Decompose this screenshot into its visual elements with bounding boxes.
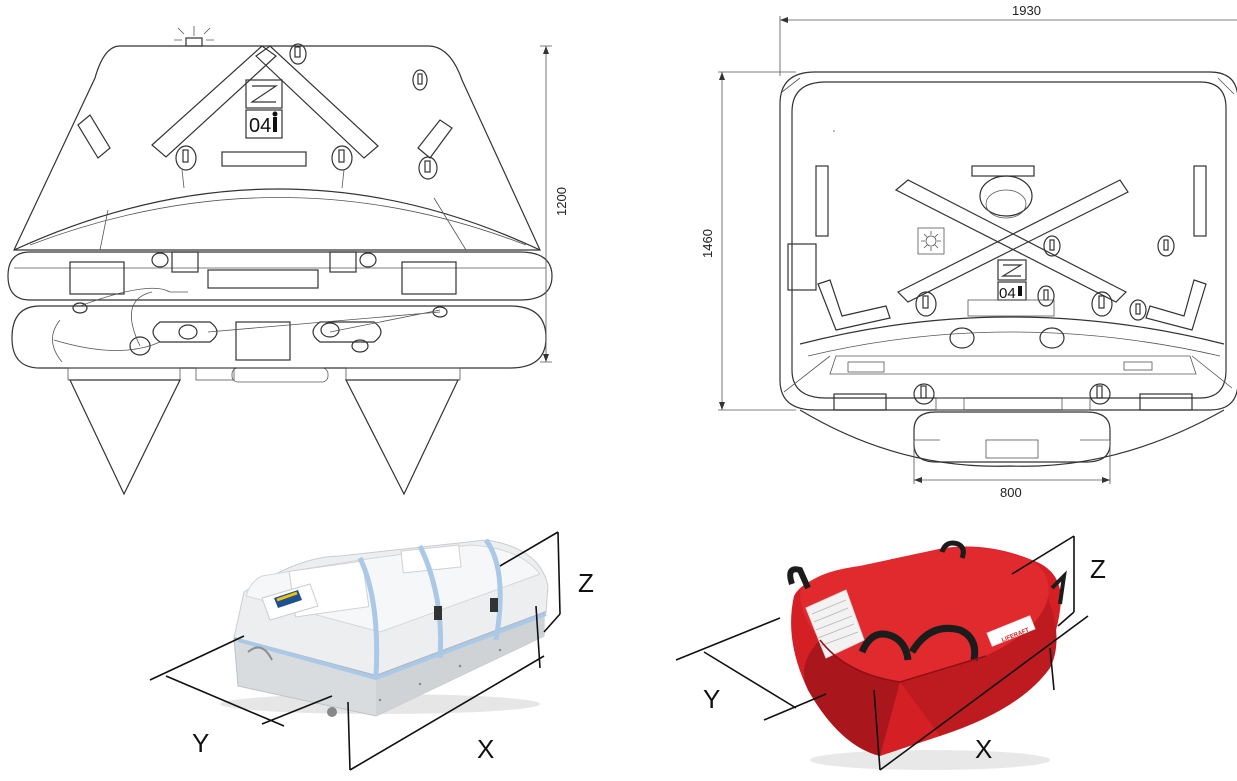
- top-entrance-platform: [829, 355, 1197, 375]
- top-outer-tube: [779, 71, 1237, 411]
- top-entrance-plate: [967, 299, 1055, 317]
- side-strap-far-left: [77, 114, 111, 159]
- valise-axis-y-label: Y: [703, 684, 720, 714]
- valise-strap-end: [1050, 570, 1067, 605]
- top-serial-mark: 04: [999, 285, 1016, 302]
- valise-axis-z-label: Z: [1090, 554, 1106, 584]
- brand-logo-plate: 04: [245, 79, 283, 139]
- side-view-drawing: 04: [7, 26, 569, 496]
- tube-name-plate: [207, 269, 319, 289]
- height-dimension-line: [540, 45, 552, 363]
- gas-cylinder: [231, 367, 329, 383]
- ballast-base-right: [345, 367, 461, 381]
- boarding-dimension-label: 800: [1000, 485, 1022, 500]
- container-y-axis-lines: [149, 635, 333, 727]
- top-strap-end-right: [1145, 279, 1207, 331]
- valise-illustration: LIFERAFT Y X Z: [675, 535, 1106, 771]
- tube-patch-right: [401, 261, 457, 295]
- container-z-axis-lines: [499, 531, 561, 633]
- container-x-axis-lines: [347, 605, 545, 771]
- sun-icon: [917, 227, 945, 255]
- strap-buckle-1: [434, 606, 442, 620]
- valise-brand-label: LIFERAFT: [986, 615, 1036, 647]
- container-illustration: Y X Z: [149, 531, 594, 771]
- container-straps: [357, 538, 503, 677]
- valise-y-axis-lines: [675, 617, 827, 721]
- side-serial-mark: 04: [249, 115, 271, 137]
- valise-handle-3: [908, 624, 979, 661]
- width-dimension-line: [779, 16, 1237, 76]
- valise-axis-x-label: X: [975, 734, 992, 764]
- length-dimension-label: 1460: [700, 229, 715, 258]
- strap-buckle-2: [490, 598, 498, 612]
- canopy-ties: [99, 169, 467, 251]
- height-dimension-label: 1200: [554, 187, 569, 216]
- ballast-pocket-right: [345, 379, 459, 496]
- container-axis-z-label: Z: [578, 568, 594, 598]
- valise-handle-2: [858, 630, 912, 661]
- valise-z-axis-lines: [1011, 535, 1075, 627]
- container-brand-badge: [261, 583, 319, 621]
- inflation-valves: [72, 302, 448, 356]
- top-boarding-ramp: [913, 411, 1111, 463]
- top-ballast-pad-right: [1139, 393, 1193, 411]
- top-roof-ports: [913, 235, 1175, 405]
- ballast-base-left: [67, 367, 181, 381]
- upper-buoyancy-tube: [7, 251, 553, 301]
- ballast-pocket-left: [69, 379, 181, 496]
- length-dimension-line: [718, 71, 796, 411]
- side-strap-right: [255, 45, 379, 159]
- container-belly-strap: [237, 612, 547, 681]
- top-pocket-left: [787, 243, 817, 291]
- top-corner-seams: [781, 77, 1235, 393]
- top-view-drawing: 1930 1460: [700, 3, 1237, 500]
- container-axis-y-label: Y: [192, 728, 209, 758]
- top-viewing-port: [979, 175, 1033, 217]
- boarding-dimension-line: [913, 440, 1111, 484]
- top-canopy-edge: [799, 316, 1225, 345]
- top-step-right: [1123, 361, 1153, 371]
- container-axis-x-label: X: [477, 734, 494, 764]
- top-ballast-pad-left: [833, 393, 887, 411]
- valise-x-axis-lines: [873, 615, 1089, 771]
- gas-cylinder-valve: [195, 367, 235, 381]
- lower-buoyancy-tube: [11, 305, 547, 369]
- side-canopy-arch-inner: [29, 197, 527, 246]
- side-canopy-arch: [13, 188, 541, 251]
- container-handle: [247, 646, 273, 661]
- top-canopy-edge-inner: [807, 331, 1221, 357]
- container-drain-valve: [327, 707, 337, 717]
- lower-tube-patch: [235, 321, 291, 361]
- upper-tube-valves: [151, 251, 377, 273]
- width-dimension-label: 1930: [1012, 3, 1041, 18]
- top-strap-end-left: [817, 279, 891, 331]
- side-strap-far-right: [417, 119, 453, 159]
- top-side-strap-right: [1193, 165, 1207, 237]
- top-inner-tube: [791, 81, 1227, 399]
- valise-handle-4: [939, 540, 966, 559]
- top-cross-strap-b: [896, 179, 1129, 303]
- top-step-left: [847, 361, 885, 373]
- valise-handle-1: [787, 566, 811, 590]
- canopy-light-icon: [174, 26, 214, 47]
- inflation-lines: [53, 287, 441, 351]
- lower-tube-hose: [52, 319, 63, 363]
- side-strap-left: [151, 45, 277, 158]
- top-name-plate: [971, 165, 1035, 177]
- top-brand-logo: 04: [997, 259, 1027, 302]
- canopy-ports: [175, 43, 438, 180]
- top-cross-strap-a: [894, 179, 1128, 303]
- tube-patch-left: [69, 261, 125, 295]
- top-side-strap-left: [815, 165, 829, 237]
- top-boarding-ramp-outline: [799, 409, 1225, 467]
- side-label-plate: [221, 151, 307, 167]
